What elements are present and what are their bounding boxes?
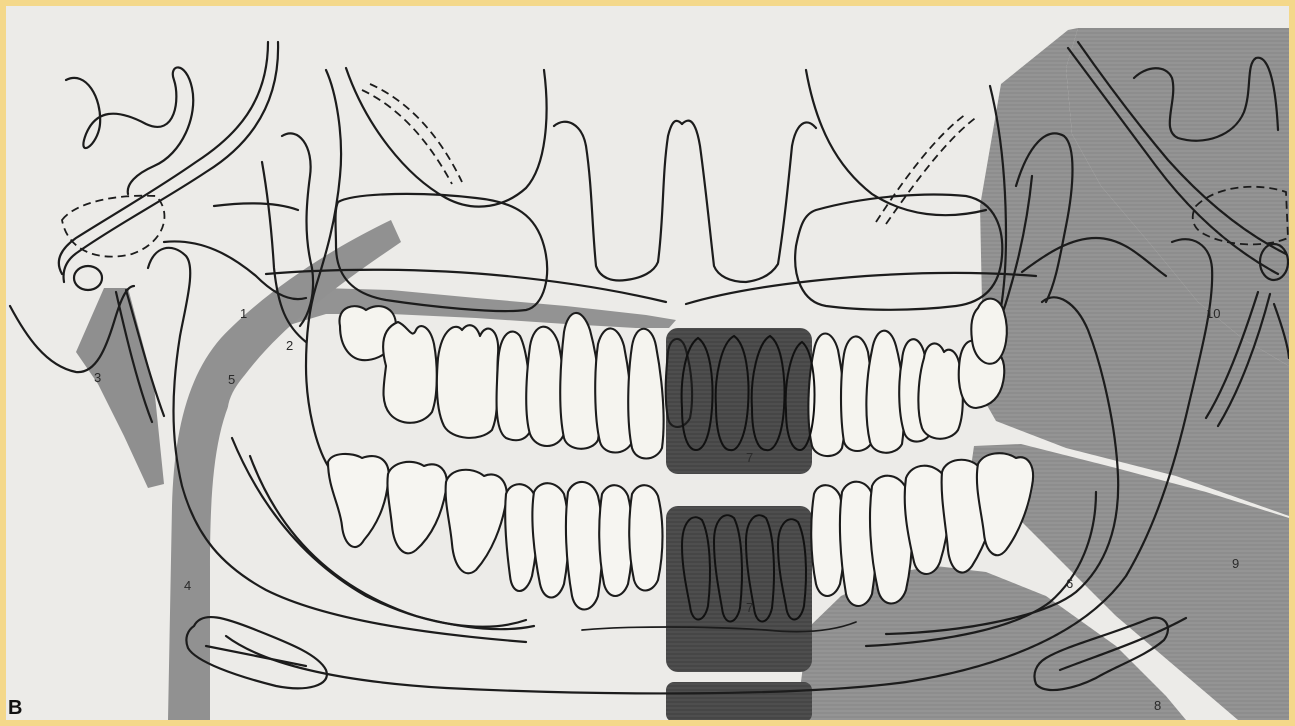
label-5: 5 <box>228 372 235 387</box>
label-8: 8 <box>1154 698 1161 713</box>
label-6: 6 <box>1066 576 1073 591</box>
label-7-upper: 7 <box>746 450 753 465</box>
upper-molar-left-2 <box>383 322 437 423</box>
upper-molar-far-right <box>971 299 1007 364</box>
vertebra-block-lower <box>666 682 812 720</box>
upper-premolar-right-2 <box>918 343 962 438</box>
label-1: 1 <box>240 306 247 321</box>
lower-central-left <box>629 485 662 590</box>
label-2: 2 <box>286 338 293 353</box>
label-7-lower: 7 <box>746 600 753 615</box>
upper-molar-left-1 <box>437 325 498 438</box>
dental-panoramic-diagram: 1 2 3 4 5 6 7 7 8 9 10 B <box>6 6 1289 720</box>
label-4: 4 <box>184 578 191 593</box>
label-10: 10 <box>1206 306 1220 321</box>
label-3: 3 <box>94 370 101 385</box>
upper-premolar-left-1 <box>526 327 565 446</box>
lower-lateral-left <box>599 485 632 596</box>
panel-letter: B <box>8 697 22 719</box>
lower-canine-left <box>566 482 603 610</box>
label-9: 9 <box>1232 556 1239 571</box>
